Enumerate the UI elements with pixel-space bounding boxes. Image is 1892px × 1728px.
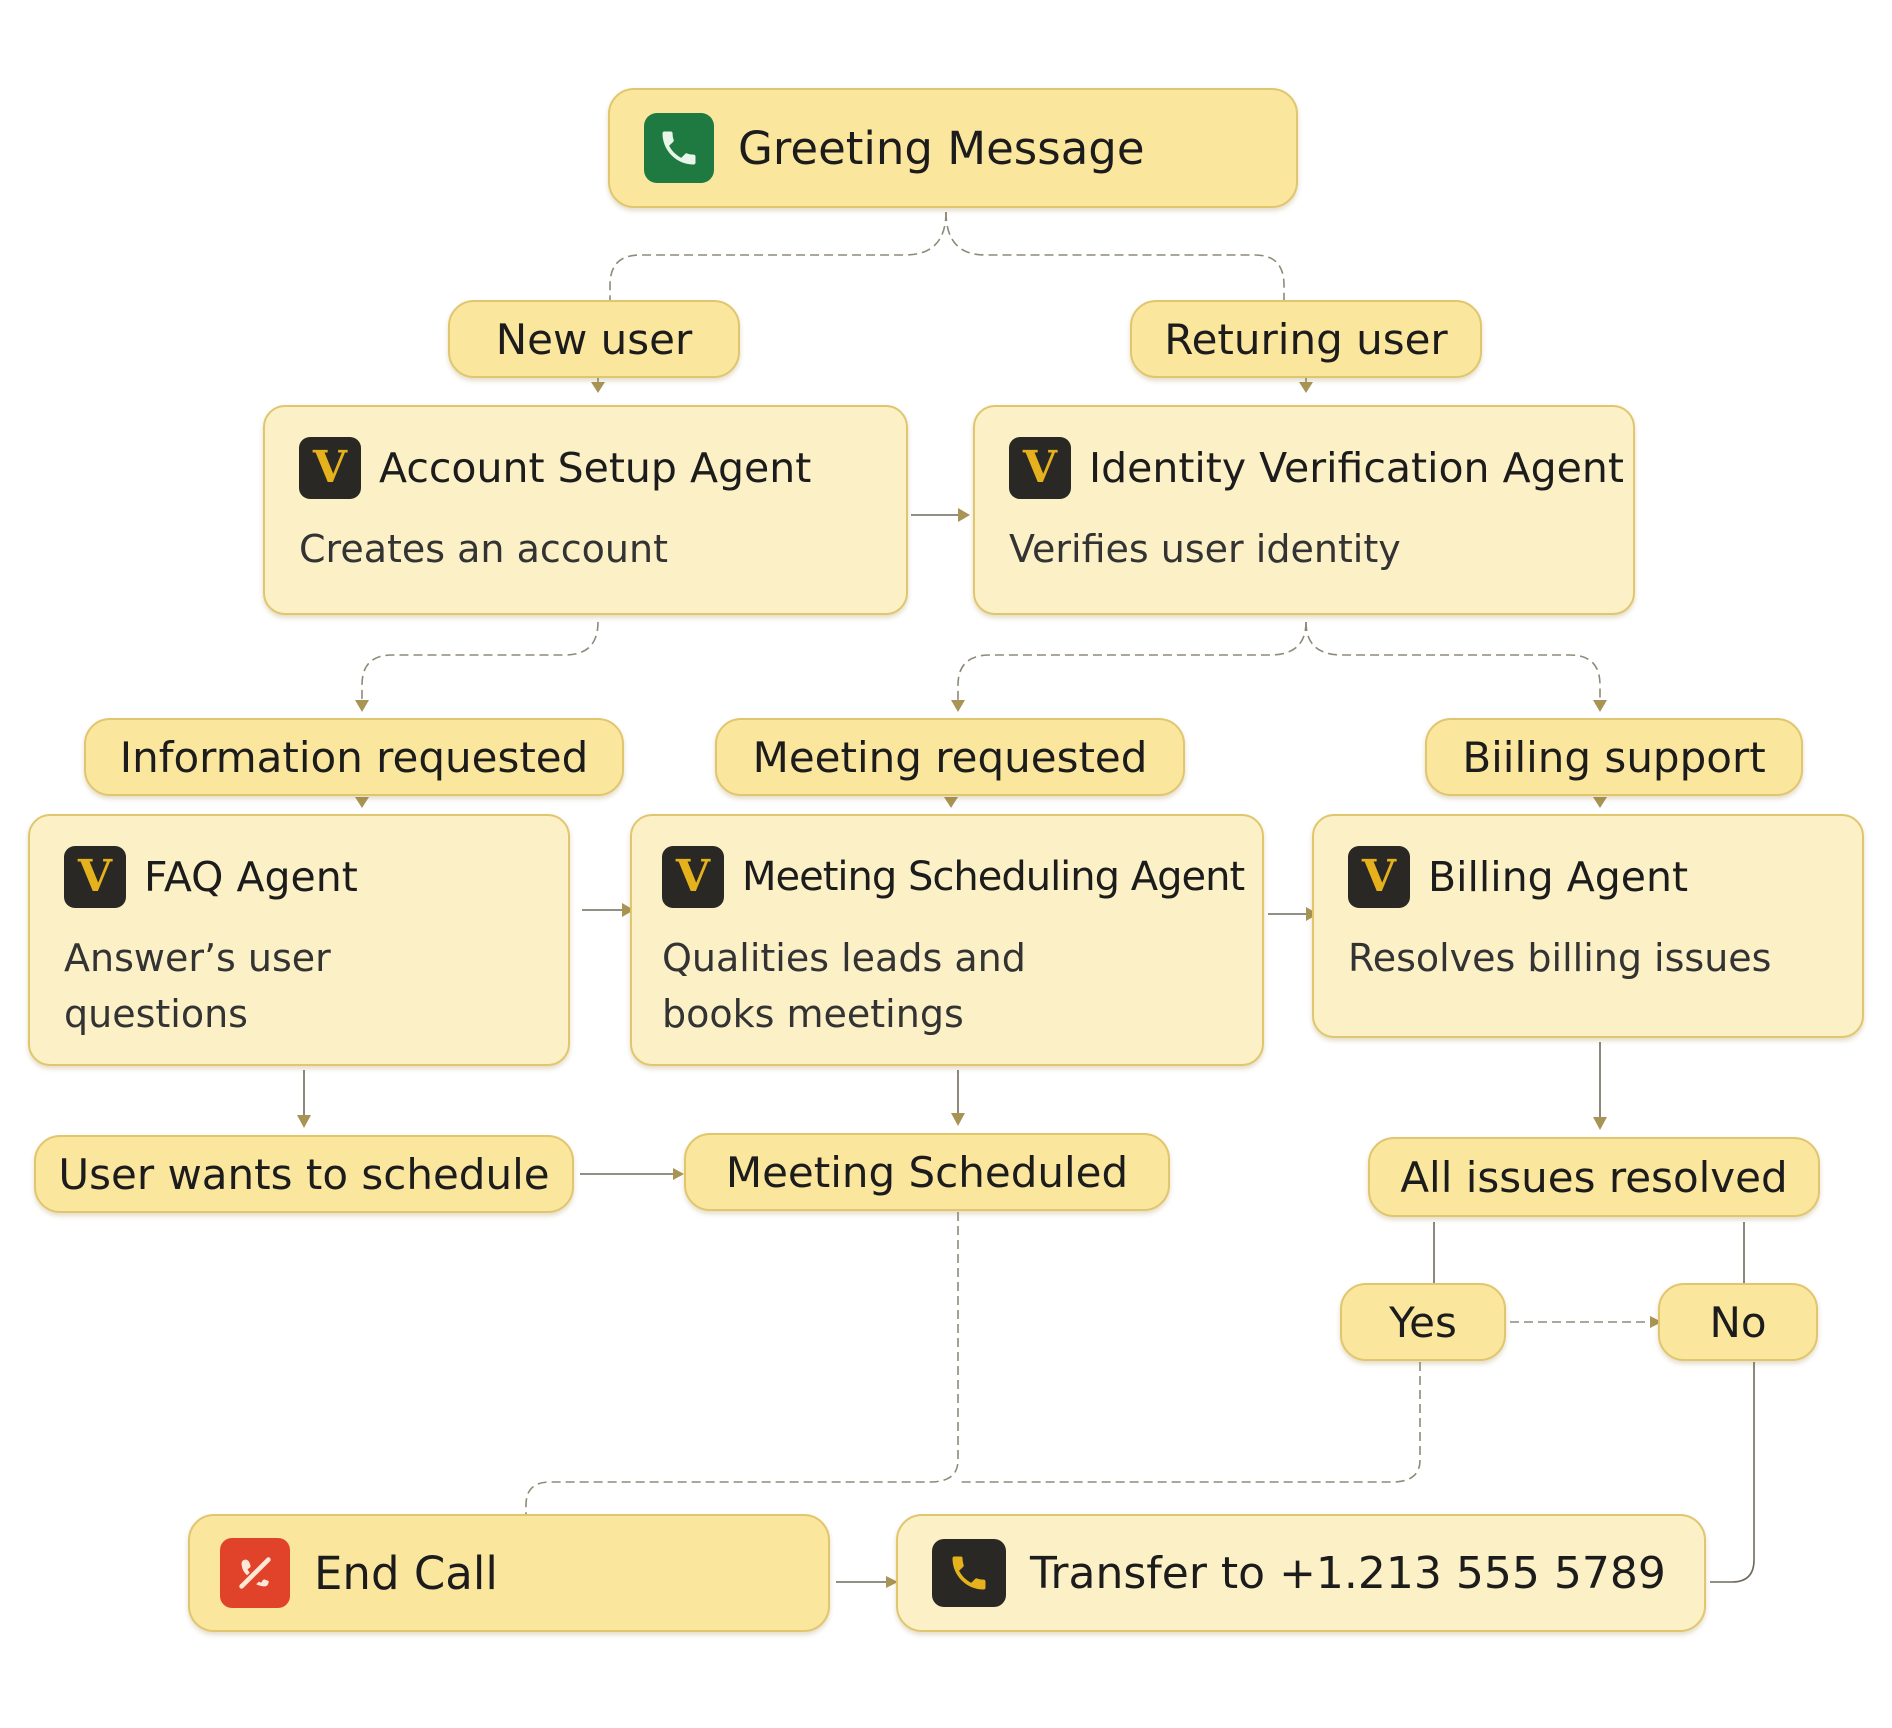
arrow-account-identity [958, 508, 970, 522]
yes-label: Yes [1389, 1297, 1457, 1347]
arrow-yes-no [1650, 1316, 1662, 1328]
condition-returning-user[interactable]: Returing user [1130, 300, 1482, 378]
faq-agent-card[interactable]: V FAQ Agent Answer’s user questions [28, 814, 570, 1066]
arrow-billing-support-card [1593, 797, 1607, 808]
account-setup-desc: Creates an account [299, 527, 668, 571]
connector-account-info [361, 621, 599, 705]
arrow-billing-resolved [1593, 1117, 1607, 1130]
v-logo-icon: V [1009, 437, 1071, 499]
v-logo-icon: V [662, 846, 724, 908]
arrow-faq-meeting [622, 903, 634, 917]
all-issues-resolved-label: All issues resolved [1400, 1152, 1788, 1202]
transfer-node[interactable]: Transfer to +1.213 555 5789 [896, 1514, 1706, 1632]
new-user-label: New user [495, 314, 693, 364]
account-setup-agent-card[interactable]: V Account Setup Agent Creates an account [263, 405, 908, 615]
meeting-desc: Qualities leads and books meetings [662, 936, 1026, 1036]
phone-icon [644, 113, 714, 183]
condition-new-user[interactable]: New user [448, 300, 740, 378]
arrow-meeting-req-top [951, 700, 965, 712]
condition-information-requested[interactable]: Information requested [84, 718, 624, 796]
meeting-scheduled-label: Meeting Scheduled [725, 1147, 1129, 1197]
arrow-info-top [355, 700, 369, 712]
arrow-end-transfer [886, 1576, 898, 1588]
condition-billing-support[interactable]: Biiling support [1425, 718, 1803, 796]
connector-meeting-end [525, 1212, 959, 1514]
faq-desc: Answer’s user questions [64, 936, 331, 1036]
no-label: No [1709, 1297, 1767, 1347]
meeting-title: Meeting Scheduling Agent [742, 854, 1245, 900]
phone-icon [932, 1539, 1006, 1607]
arrow-meeting-scheduled [951, 1113, 965, 1126]
identity-desc: Verifies user identity [1009, 527, 1401, 571]
returning-user-label: Returing user [1164, 314, 1448, 364]
greeting-node[interactable]: Greeting Message [608, 88, 1298, 208]
faq-title: FAQ Agent [144, 853, 358, 901]
connector-yes-end [958, 1362, 1421, 1483]
meeting-requested-label: Meeting requested [752, 732, 1148, 782]
arrow-new-user [591, 382, 605, 393]
condition-meeting-requested[interactable]: Meeting requested [715, 718, 1185, 796]
arrow-returning-user [1299, 382, 1313, 393]
v-logo-icon: V [64, 846, 126, 908]
v-logo-icon: V [299, 437, 361, 499]
condition-user-wants-to-schedule[interactable]: User wants to schedule [34, 1135, 574, 1213]
information-requested-label: Information requested [119, 732, 589, 782]
meeting-scheduling-agent-card[interactable]: V Meeting Scheduling Agent Qualities lea… [630, 814, 1264, 1066]
billing-support-label: Biiling support [1462, 732, 1766, 782]
connector-identity-split [957, 621, 1307, 705]
identity-title: Identity Verification Agent [1089, 444, 1624, 492]
identity-verification-agent-card[interactable]: V Identity Verification Agent Verifies u… [973, 405, 1635, 615]
connector-greeting-split-right [945, 211, 1285, 300]
arrow-schedule-meeting [673, 1168, 684, 1180]
option-no[interactable]: No [1658, 1283, 1818, 1361]
billing-title: Billing Agent [1428, 853, 1689, 901]
arrow-billing-support-top [1593, 700, 1607, 712]
end-call-label: End Call [314, 1546, 498, 1600]
condition-meeting-scheduled[interactable]: Meeting Scheduled [684, 1133, 1170, 1211]
arrow-info-faq [355, 797, 369, 808]
connector-no-transfer [1710, 1362, 1755, 1583]
v-logo-icon: V [1348, 846, 1410, 908]
arrow-faq-schedule [297, 1115, 311, 1128]
arrow-meeting-req-card [944, 797, 958, 808]
transfer-label: Transfer to +1.213 555 5789 [1030, 1547, 1666, 1599]
condition-all-issues-resolved[interactable]: All issues resolved [1368, 1137, 1820, 1217]
end-call-icon [220, 1538, 290, 1608]
option-yes[interactable]: Yes [1340, 1283, 1506, 1361]
billing-desc: Resolves billing issues [1348, 936, 1772, 980]
user-wants-to-schedule-label: User wants to schedule [58, 1149, 550, 1199]
billing-agent-card[interactable]: V Billing Agent Resolves billing issues [1312, 814, 1864, 1038]
connector-greeting-split [609, 211, 947, 300]
greeting-label: Greeting Message [738, 121, 1145, 175]
connector-identity-split-right [1305, 621, 1601, 705]
end-call-node[interactable]: End Call [188, 1514, 830, 1632]
account-setup-title: Account Setup Agent [379, 444, 812, 492]
